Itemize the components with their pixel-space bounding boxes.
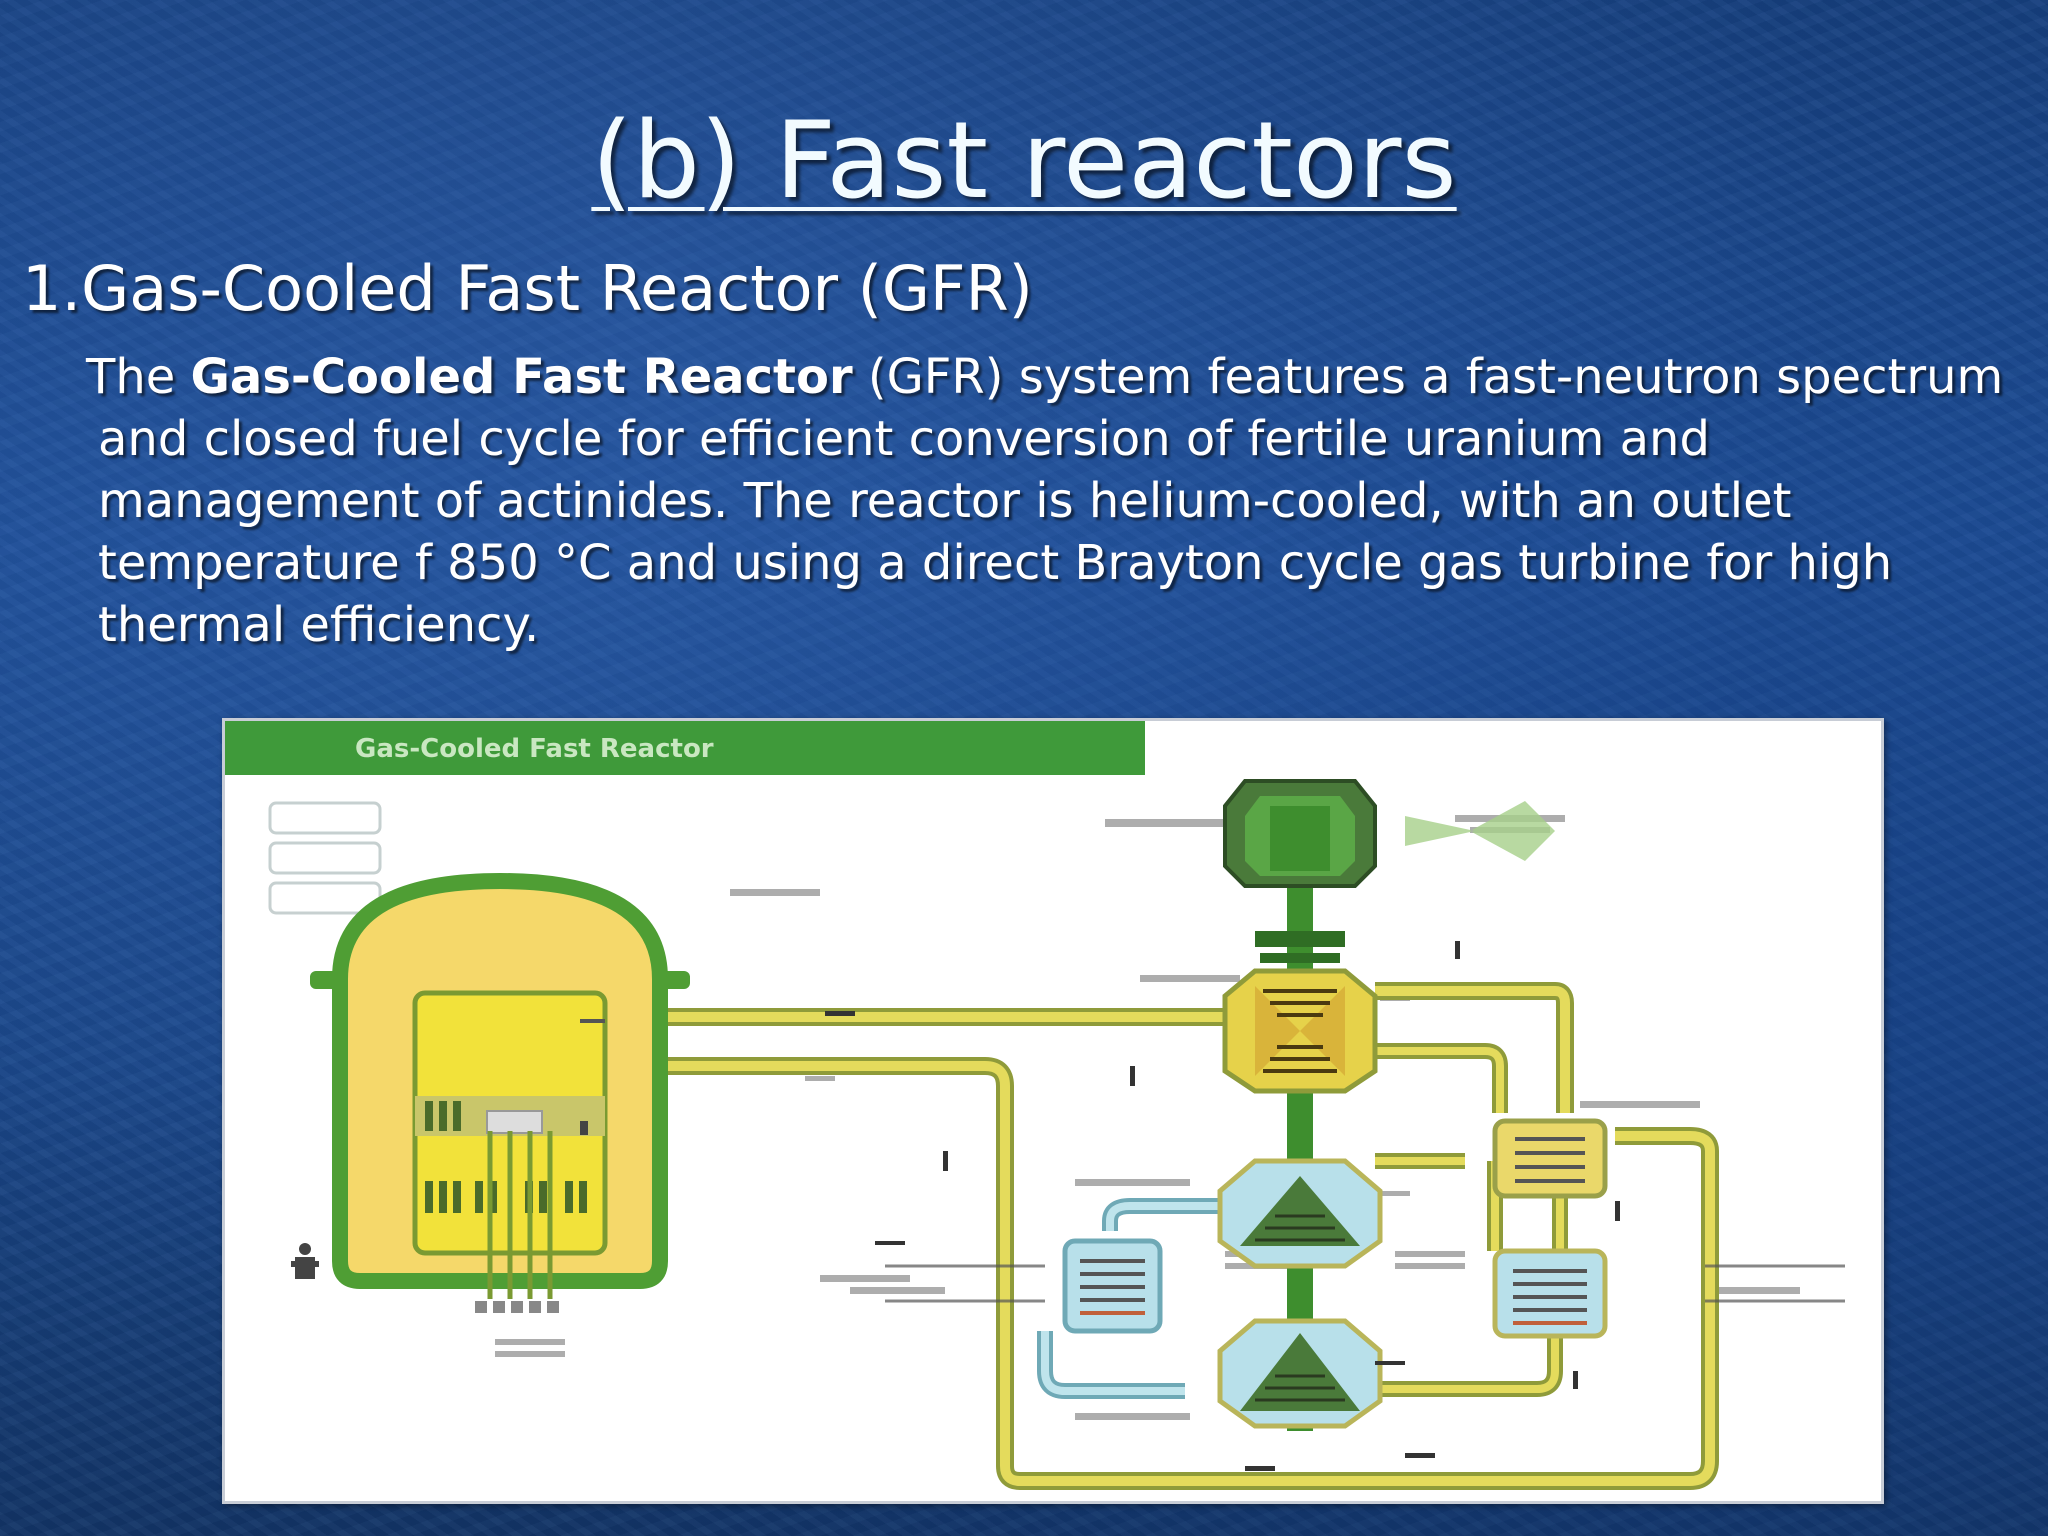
legend-icon (268, 801, 382, 915)
diagram-banner (225, 721, 1145, 775)
flow-arrows (825, 941, 1620, 1471)
compressor-upper (1217, 1158, 1383, 1269)
compressor-lower (1217, 1318, 1383, 1429)
body-paragraph: The Gas-Cooled Fast Reactor (GFR) system… (86, 346, 2038, 656)
body-lead: The (86, 349, 191, 405)
generator (1223, 779, 1377, 888)
recuperator (1492, 1118, 1608, 1199)
electrical-power-arrow (1405, 801, 1555, 861)
precooler (1492, 1248, 1608, 1339)
diagram-banner-text: Gas-Cooled Fast Reactor (355, 734, 714, 764)
heat-sink-lines (885, 1264, 1845, 1303)
person-icon (291, 1243, 319, 1279)
intercooler (1062, 1238, 1163, 1334)
coolant-pipes (655, 982, 1719, 1490)
section-heading: 1.Gas-Cooled Fast Reactor (GFR) (22, 252, 1033, 325)
turbine (1222, 931, 1378, 1094)
body-bold-term: Gas-Cooled Fast Reactor (190, 349, 853, 405)
reactor-vessel (310, 872, 690, 1313)
gfr-diagram: Gas-Cooled Fast Reactor (222, 718, 1884, 1504)
slide-title-text: (b) Fast reactors (591, 99, 1457, 222)
body-rest: (GFR) system features a fast-neutron spe… (98, 349, 2004, 653)
gfr-diagram-svg: Gas-Cooled Fast Reactor (225, 721, 1845, 1490)
slide-title: (b) Fast reactors (0, 108, 2048, 214)
